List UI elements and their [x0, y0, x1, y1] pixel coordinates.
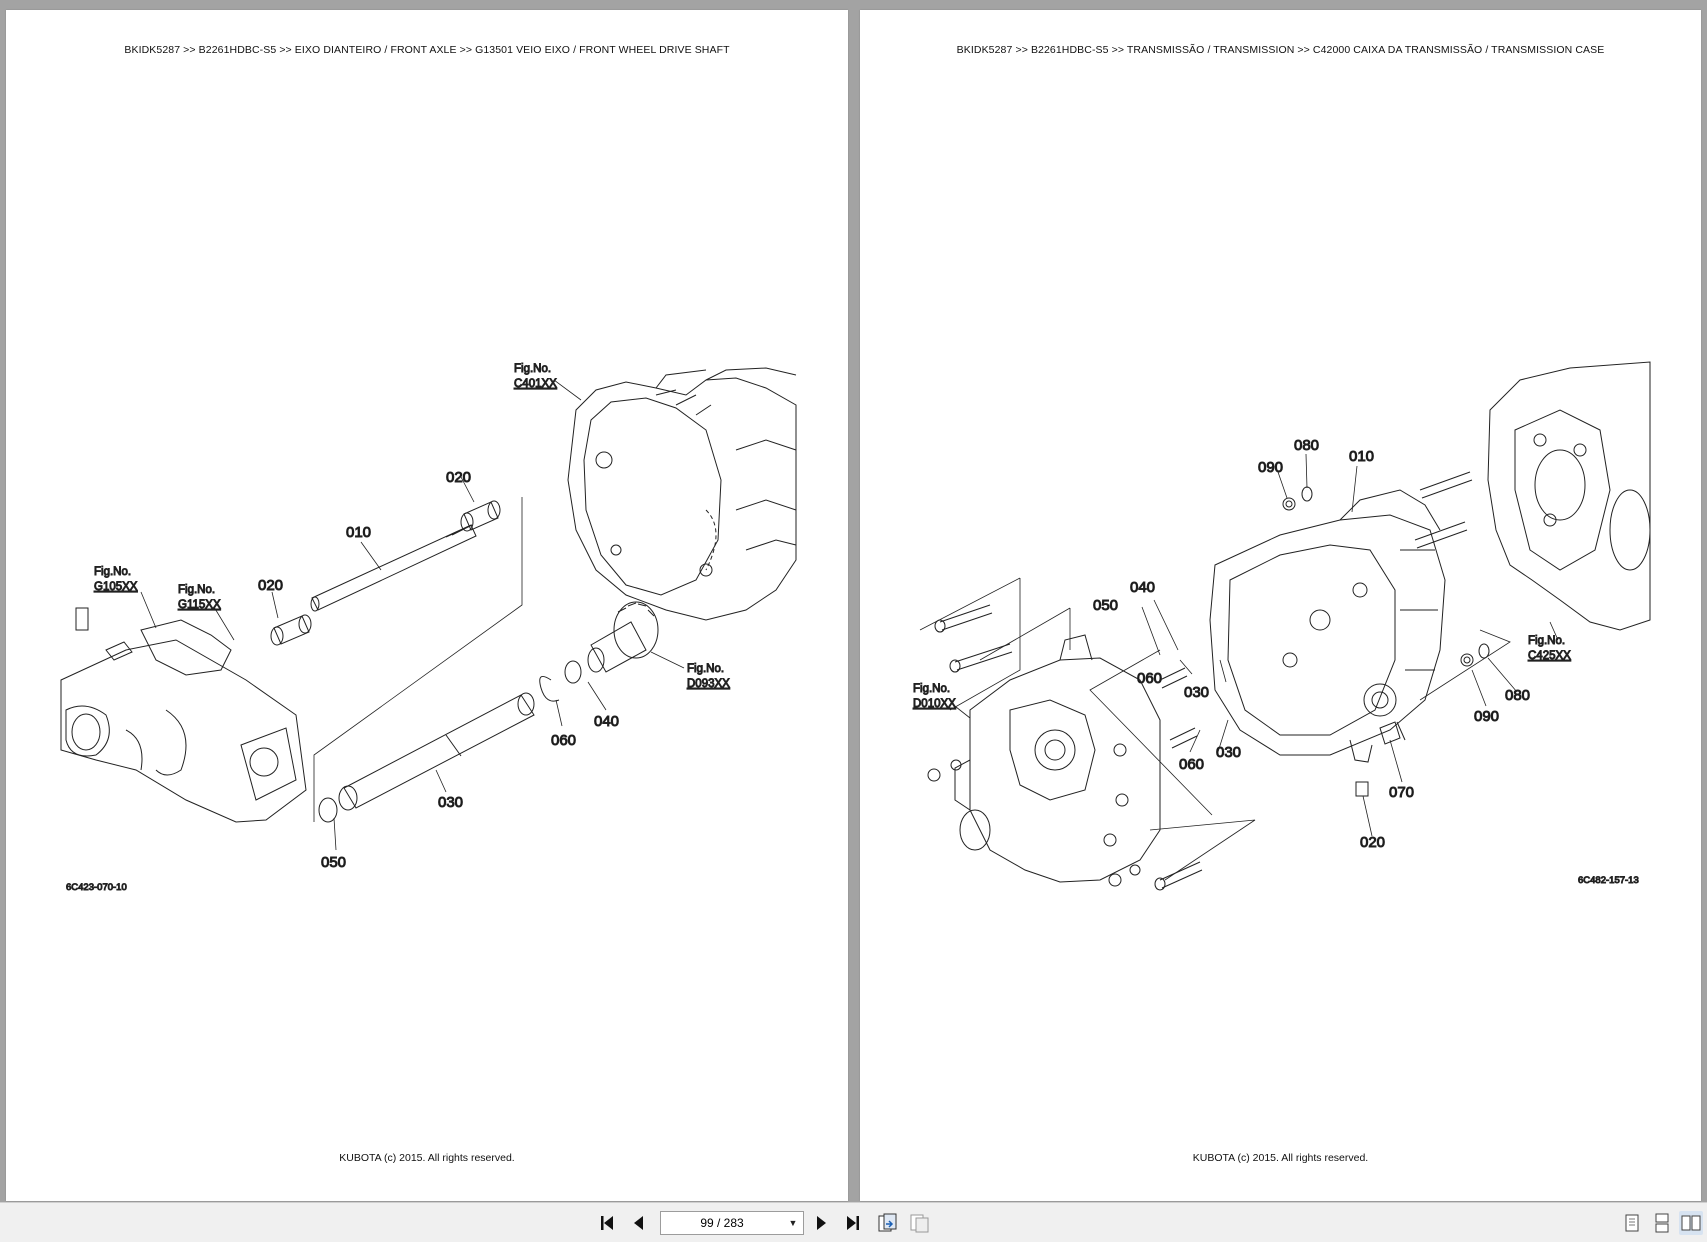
- callout-090-upper: 090: [1258, 459, 1283, 476]
- first-page-icon[interactable]: [596, 1211, 620, 1235]
- document-viewer[interactable]: BKIDK5287 >> B2261HDBC-S5 >> EIXO DIANTE…: [0, 0, 1707, 1202]
- fig-ref-label: Fig.No.: [1528, 635, 1565, 647]
- fig-ref-label: Fig.No.: [94, 566, 131, 578]
- callout-010: 010: [346, 524, 371, 541]
- parts-diagram-transmission-case: 080 090 010 040 050 060 030 060 030 090 …: [913, 361, 1651, 891]
- callout-080-upper: 080: [1294, 437, 1319, 454]
- two-page-view-icon[interactable]: [1679, 1211, 1703, 1235]
- callout-040: 040: [1130, 579, 1155, 596]
- callout-030-upper: 030: [1184, 684, 1209, 701]
- callout-070: 070: [1389, 784, 1414, 801]
- drawing-code: 6C423-070-10: [66, 882, 127, 893]
- transmission-housing-drawing: [567, 367, 797, 621]
- continuous-view-icon[interactable]: [1650, 1211, 1674, 1235]
- viewer-toolbar: ▼: [0, 1202, 1707, 1242]
- plug-070-drawing: [1379, 721, 1406, 745]
- fig-ref-d093xx: D093XX: [687, 678, 730, 690]
- next-page-icon[interactable]: [809, 1211, 833, 1235]
- fig-ref-d010xx: D010XX: [913, 698, 956, 710]
- callout-030: 030: [438, 794, 463, 811]
- parts-diagram-front-axle: 020 010 020 030 040 060 050 Fig.No. C401…: [60, 363, 797, 894]
- nut-090-upper-drawing: [1282, 497, 1296, 511]
- washer-080-lower-drawing: [1478, 643, 1490, 659]
- callout-050: 050: [1093, 597, 1118, 614]
- callout-020-lower: 020: [258, 577, 283, 594]
- bushing-020-lower-drawing: [270, 614, 312, 646]
- document-page-right: BKIDK5287 >> B2261HDBC-S5 >> TRANSMISSÃO…: [860, 10, 1701, 1201]
- callout-020: 020: [1360, 834, 1385, 851]
- fig-ref-g115xx: G115XX: [178, 599, 221, 611]
- callout-020-upper: 020: [446, 469, 471, 486]
- callout-090-lower: 090: [1474, 708, 1499, 725]
- page-number-input[interactable]: [661, 1215, 783, 1231]
- fig-ref-label: Fig.No.: [687, 663, 724, 675]
- single-page-view-icon[interactable]: [1620, 1211, 1644, 1235]
- prev-page-icon[interactable]: [627, 1211, 651, 1235]
- document-page-left: BKIDK5287 >> B2261HDBC-S5 >> EIXO DIANTE…: [6, 10, 848, 1201]
- front-case-drawing: [954, 634, 1161, 883]
- callout-080-lower: 080: [1505, 687, 1530, 704]
- drawing-code: 6C482-157-13: [1578, 875, 1639, 886]
- shaft-010-drawing: [310, 524, 477, 612]
- rear-housing-drawing: [1487, 361, 1651, 631]
- front-axle-case-drawing: [60, 607, 307, 823]
- callout-010: 010: [1349, 448, 1374, 465]
- transmission-case-drawing: [1209, 489, 1446, 763]
- gear-coupling-drawing: [587, 601, 659, 673]
- callout-030-lower: 030: [1216, 744, 1241, 761]
- nuts-front-drawing: [927, 759, 1141, 887]
- plug-020-drawing: [1355, 781, 1369, 797]
- copyright-notice: KUBOTA (c) 2015. All rights reserved.: [339, 1152, 515, 1164]
- chevron-down-icon[interactable]: ▼: [788, 1218, 798, 1228]
- washer-080-upper-drawing: [1301, 486, 1313, 502]
- fig-ref-label: Fig.No.: [913, 683, 950, 695]
- callout-060-lower: 060: [1179, 756, 1204, 773]
- nut-090-lower-drawing: [1460, 653, 1474, 667]
- fig-ref-c425xx: C425XX: [1528, 650, 1571, 662]
- o-ring-050-drawing: [318, 797, 338, 823]
- bolts-drawing: [934, 471, 1473, 891]
- snap-ring-060-drawing: [539, 675, 560, 702]
- page-breadcrumb: BKIDK5287 >> B2261HDBC-S5 >> TRANSMISSÃO…: [956, 44, 1605, 56]
- callout-060-upper: 060: [1137, 670, 1162, 687]
- callout-040: 040: [594, 713, 619, 730]
- fig-ref-label: Fig.No.: [514, 363, 551, 375]
- fig-ref-c401xx: C401XX: [514, 378, 557, 390]
- copyright-notice: KUBOTA (c) 2015. All rights reserved.: [1192, 1152, 1369, 1164]
- o-ring-040-drawing: [564, 660, 582, 684]
- fit-width-icon[interactable]: [907, 1211, 931, 1235]
- page-number-select[interactable]: ▼: [660, 1211, 804, 1235]
- fig-ref-label: Fig.No.: [178, 584, 215, 596]
- last-page-icon[interactable]: [840, 1211, 864, 1235]
- fig-ref-g105xx: G105XX: [94, 581, 138, 593]
- page-breadcrumb: BKIDK5287 >> B2261HDBC-S5 >> EIXO DIANTE…: [124, 44, 730, 56]
- callout-060: 060: [551, 732, 576, 749]
- bushing-020-upper-drawing: [460, 500, 501, 532]
- shaft-030-drawing: [338, 692, 535, 811]
- callout-050: 050: [321, 854, 346, 871]
- fit-page-icon[interactable]: [875, 1211, 899, 1235]
